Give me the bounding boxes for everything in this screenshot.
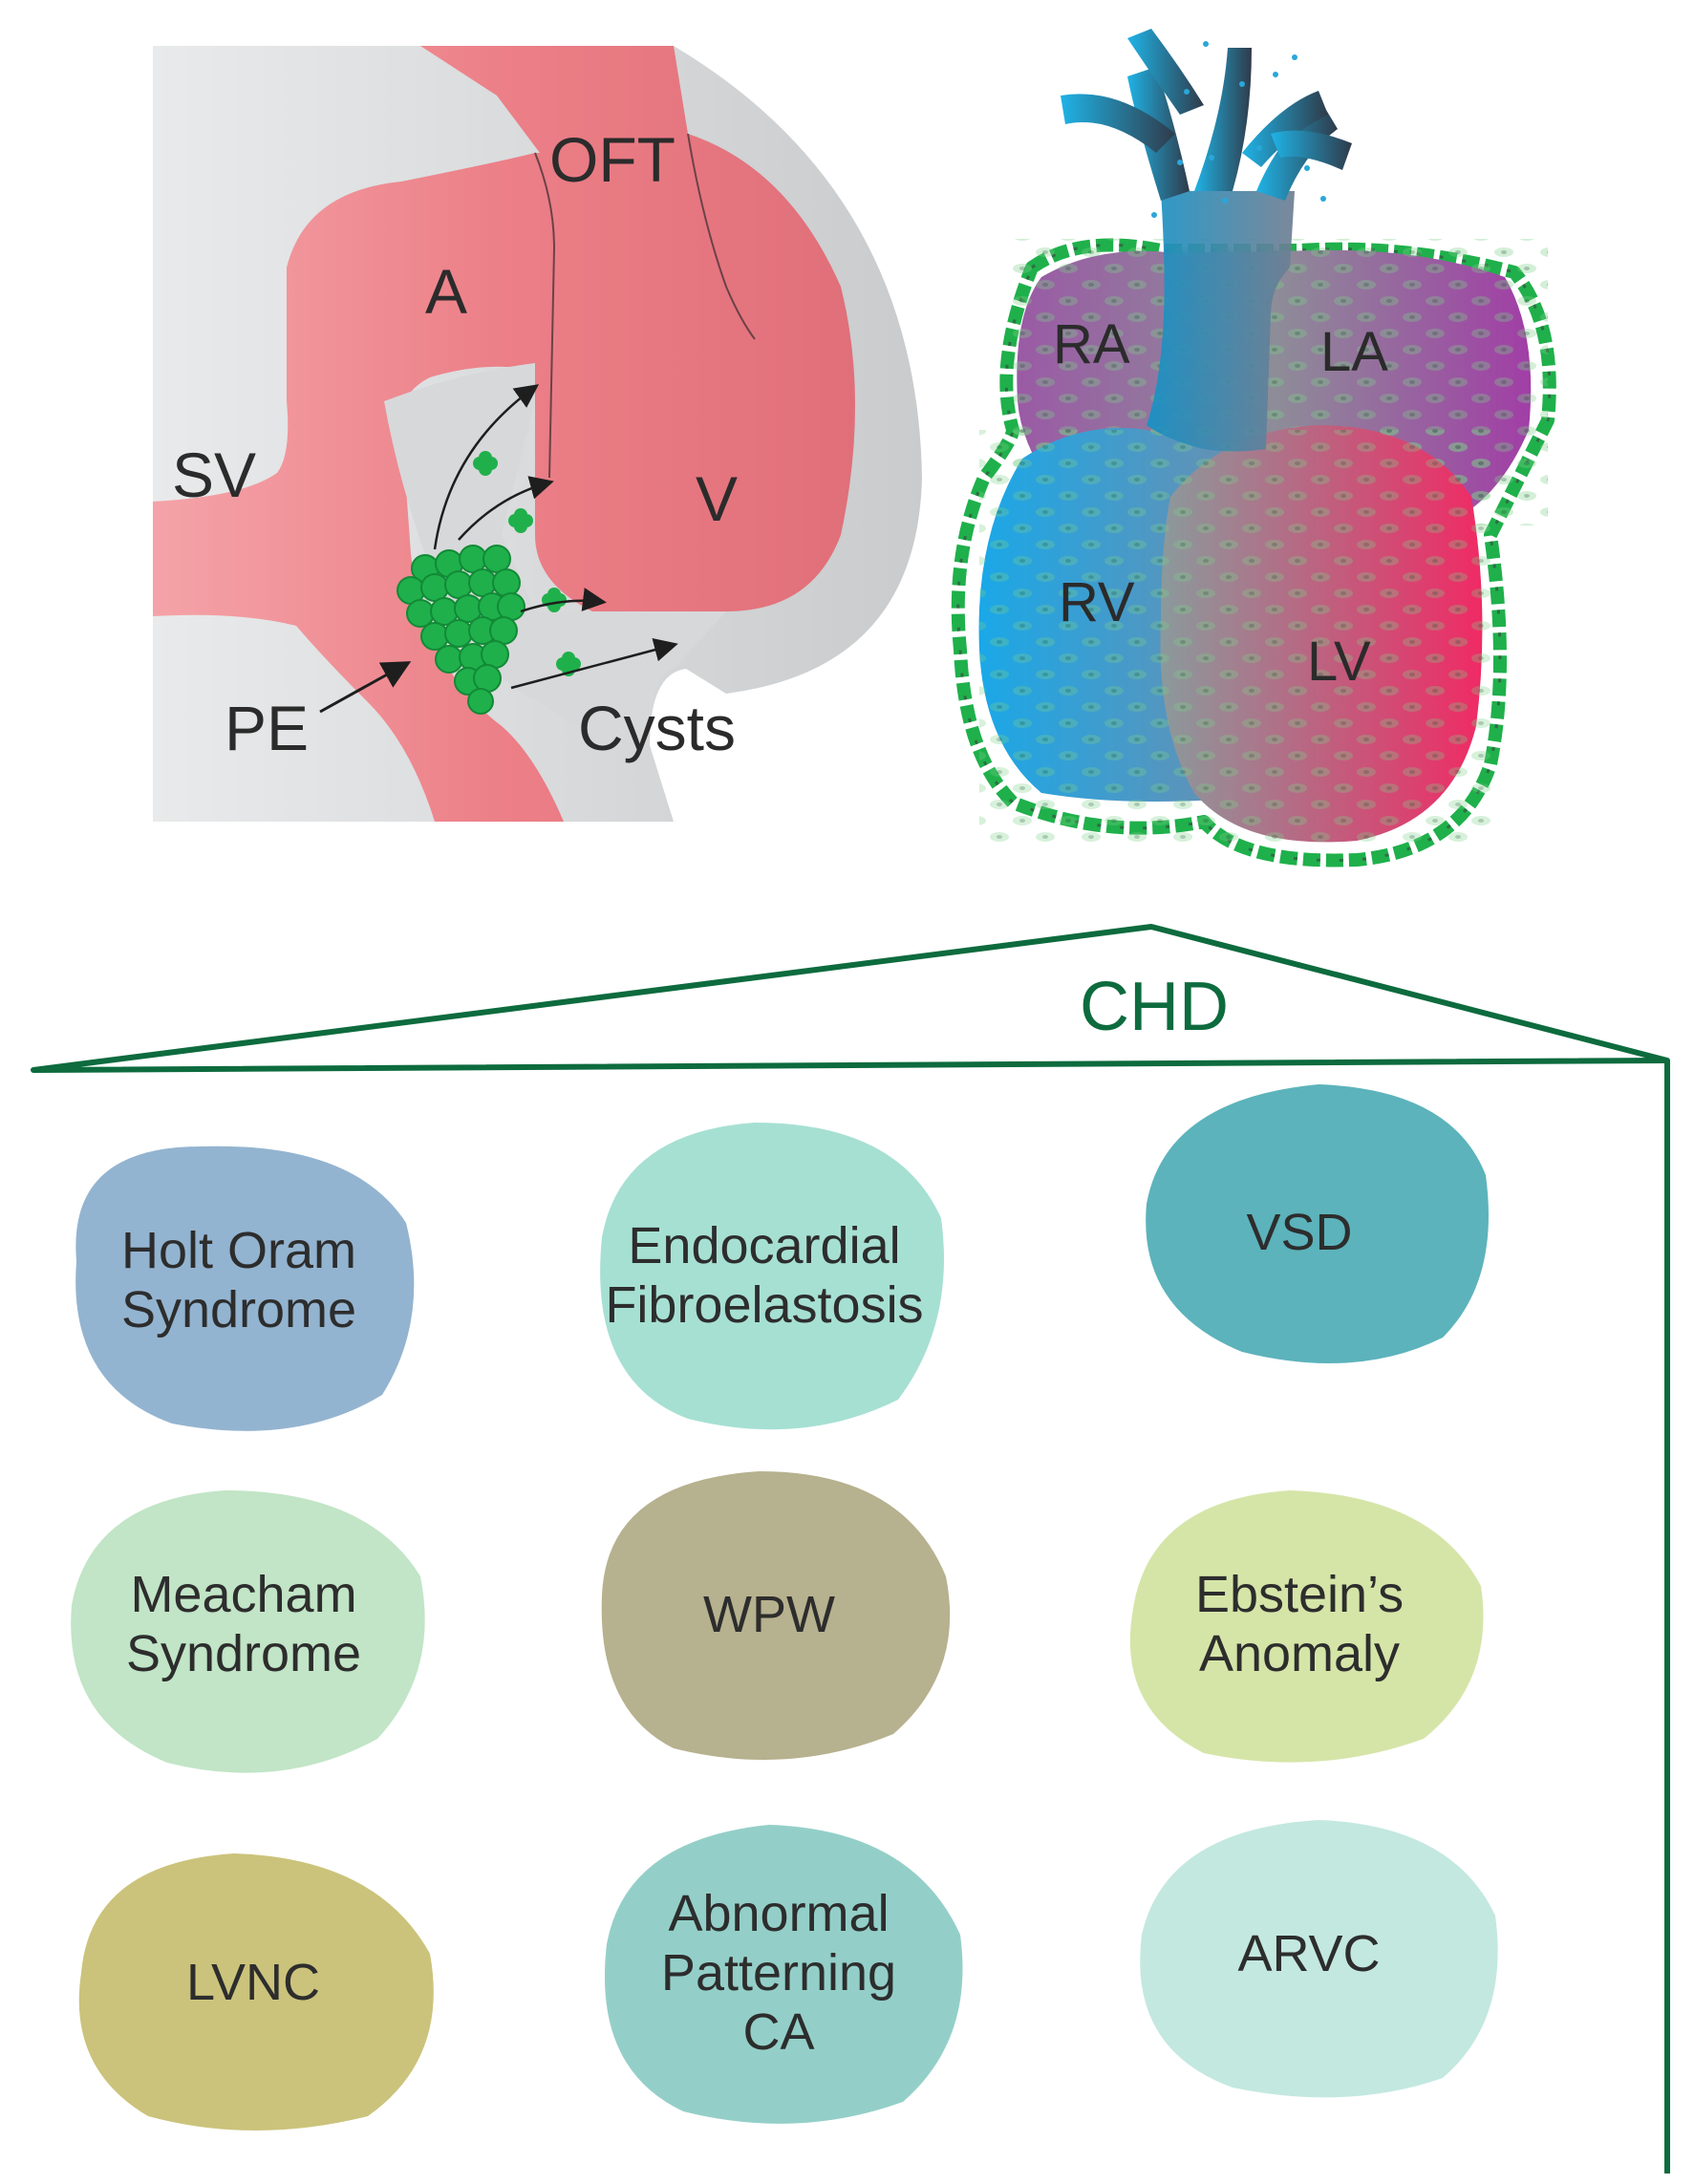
epicardium-outline	[951, 238, 1556, 867]
disease-blobs: Holt OramSyndromeEndocardialFibroelastos…	[71, 1084, 1498, 2130]
label-pe: PE	[225, 693, 309, 763]
pe-pointer-arrow	[319, 661, 412, 714]
disease-blob: LVNC	[78, 1853, 434, 2130]
label-right-ventricle: RV	[1059, 571, 1135, 633]
disease-label-line: VSD	[1246, 1204, 1352, 1261]
great-vessel-trunk	[1147, 191, 1295, 452]
disease-label-line: Patterning	[661, 1944, 896, 2002]
disease-label-line: Ebstein’s	[1195, 1566, 1404, 1623]
disease-label-line: Syndrome	[121, 1281, 356, 1338]
adult-heart-panel: RA LA RV LV	[951, 29, 1556, 867]
heart-tube-tissue	[153, 46, 855, 822]
disease-label-line: Holt Oram	[121, 1222, 356, 1279]
disease-label-line: Syndrome	[126, 1625, 361, 1682]
disease-blob-shape	[71, 1490, 425, 1773]
chd-label: CHD	[1080, 969, 1229, 1045]
disease-blob-shape	[78, 1853, 434, 2130]
pericardial-cavity	[384, 363, 726, 745]
myocardial-cells	[979, 430, 1490, 846]
label-left-atrium: LA	[1320, 321, 1388, 383]
disease-blob: VSD	[1146, 1084, 1489, 1363]
vessel-branches	[1061, 29, 1352, 201]
disease-blob: WPW	[601, 1471, 951, 1760]
migration-arrows	[433, 384, 678, 690]
disease-blob-shape	[600, 1123, 944, 1430]
disease-label-line: Meacham	[130, 1566, 356, 1623]
disease-label-line: Endocardial	[628, 1217, 900, 1274]
pe-cell-clusters-migrating	[473, 451, 581, 676]
label-left-ventricle: LV	[1307, 631, 1371, 693]
disease-blob-shape	[1146, 1084, 1489, 1363]
disease-label-line: LVNC	[186, 1954, 320, 2011]
label-ventricle: V	[696, 463, 738, 534]
chd-bracket	[31, 924, 1670, 2173]
disease-label-line: CA	[742, 2003, 814, 2061]
embryonic-heart-panel: OFT A SV V PE Cysts	[153, 46, 922, 822]
disease-blob-shape	[75, 1146, 415, 1431]
disease-label-line: Fibroelastosis	[605, 1276, 923, 1334]
label-cysts: Cysts	[578, 693, 736, 763]
disease-label-line: Anomaly	[1199, 1625, 1400, 1682]
disease-blob-shape	[601, 1471, 951, 1760]
proepicardium-cluster	[397, 545, 525, 715]
disease-blob-shape	[604, 1825, 963, 2124]
label-right-atrium: RA	[1053, 313, 1130, 375]
circulating-dots	[1151, 41, 1326, 218]
label-oft: OFT	[549, 124, 675, 195]
disease-blob: ARVC	[1140, 1820, 1498, 2098]
disease-label-line: WPW	[703, 1586, 835, 1643]
ventricle-divider	[687, 133, 756, 340]
disease-blob-shape	[1140, 1820, 1498, 2098]
label-atrium: A	[425, 256, 467, 327]
disease-label-line: ARVC	[1237, 1925, 1380, 1982]
disease-label-line: Abnormal	[668, 1885, 889, 1942]
disease-blob-shape	[1129, 1490, 1484, 1763]
label-sinus-venosus: SV	[172, 439, 256, 510]
oft-divider	[534, 152, 556, 479]
